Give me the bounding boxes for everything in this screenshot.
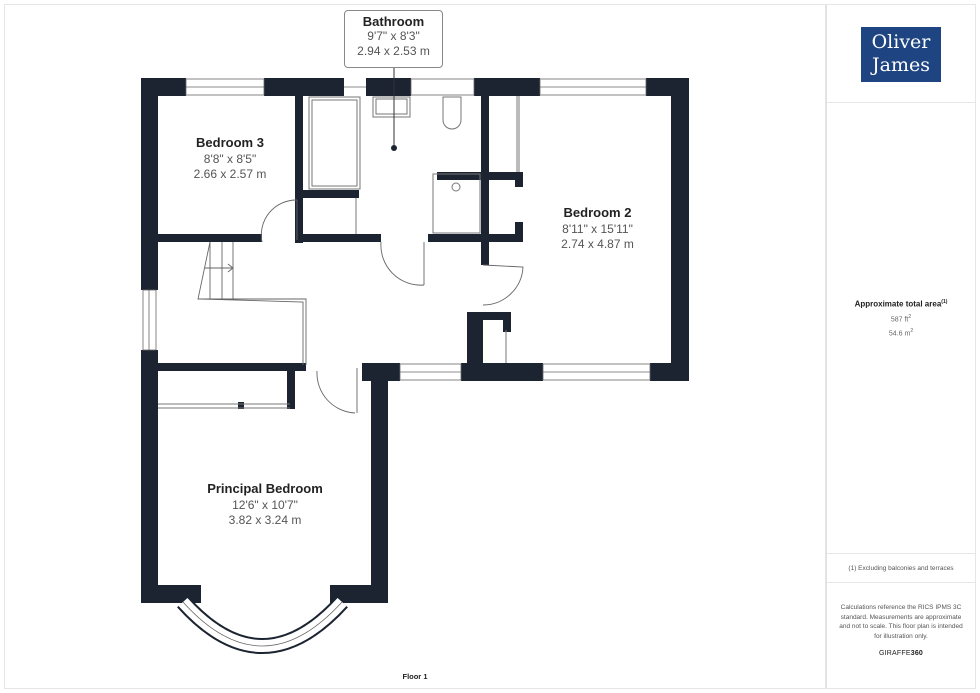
room-dimensions-metric: 2.66 x 2.57 m [193, 167, 267, 181]
area-title: Approximate total area(1) [827, 299, 975, 309]
giraffe360-brand: GIRAFFE360 [839, 649, 963, 659]
room-label-principal-bedroom: Principal Bedroom 12'6" x 10'7" 3.82 x 3… [190, 481, 340, 528]
area-footnote-marker: (1) [941, 299, 948, 305]
info-sidebar: Oliver James Approximate total area(1) 5… [826, 4, 976, 689]
light-point [391, 145, 397, 151]
brand-suffix: 360 [910, 650, 924, 657]
logo-line-2: James [872, 54, 930, 76]
walls [141, 78, 689, 603]
area-imperial-sup: 2 [908, 313, 912, 320]
room-name: Principal Bedroom [207, 481, 323, 496]
room-name: Bathroom [362, 14, 425, 29]
disclaimer-text: Calculations reference the RICS IPMS 3C … [839, 604, 963, 640]
room-label-bedroom-2: Bedroom 2 8'11" x 15'11" 2.74 x 4.87 m [535, 205, 660, 252]
brand-prefix: GIRAFFE [878, 650, 911, 657]
room-dimensions-metric: 3.82 x 3.24 m [228, 513, 302, 527]
bay-window [177, 596, 348, 654]
toilet [442, 96, 462, 130]
room-dimensions-imperial: 8'11" x 15'11" [562, 222, 633, 236]
room-dimensions-imperial: 8'8" x 8'5" [203, 152, 257, 166]
footnote-text: (1) Excluding balconies and terraces [848, 565, 954, 572]
area-metric: 54.6 m2 [827, 328, 975, 337]
room-name: Bedroom 3 [196, 135, 264, 150]
floor-plan-drawing [141, 68, 689, 654]
doors [260, 199, 524, 414]
shower [432, 173, 481, 234]
bathtub [308, 96, 361, 190]
sink [372, 96, 411, 118]
footnote-section: (1) Excluding balconies and terraces [827, 553, 975, 583]
area-metric-sup: 2 [910, 327, 914, 334]
area-section: Approximate total area(1) 587 ft2 54.6 m… [827, 295, 975, 355]
floorplan-frame [4, 4, 826, 689]
room-label-bathroom: Bathroom 9'7" x 8'3" 2.94 x 2.53 m [344, 10, 443, 68]
room-dimensions-metric: 2.94 x 2.53 m [357, 44, 430, 58]
fixtures [158, 96, 520, 409]
logo-section: Oliver James [827, 5, 975, 103]
area-imperial: 587 ft2 [827, 314, 975, 323]
disclaimer-section: Calculations reference the RICS IPMS 3C … [827, 595, 975, 657]
windows [142, 78, 651, 381]
room-dimensions-imperial: 12'6" x 10'7" [232, 498, 298, 512]
floor-label: Floor 1 [402, 672, 428, 681]
room-label-bedroom-3: Bedroom 3 8'8" x 8'5" 2.66 x 2.57 m [170, 135, 290, 182]
stairs [197, 241, 307, 365]
room-dimensions-imperial: 9'7" x 8'3" [367, 29, 420, 43]
area-imperial-value: 587 ft [890, 315, 909, 323]
room-name: Bedroom 2 [563, 205, 632, 220]
area-metric-value: 54.6 m [888, 330, 911, 338]
area-title-text: Approximate total area [854, 299, 942, 309]
brand-logo: Oliver James [861, 27, 941, 82]
room-dimensions-metric: 2.74 x 4.87 m [561, 237, 634, 251]
logo-line-1: Oliver [871, 31, 931, 53]
